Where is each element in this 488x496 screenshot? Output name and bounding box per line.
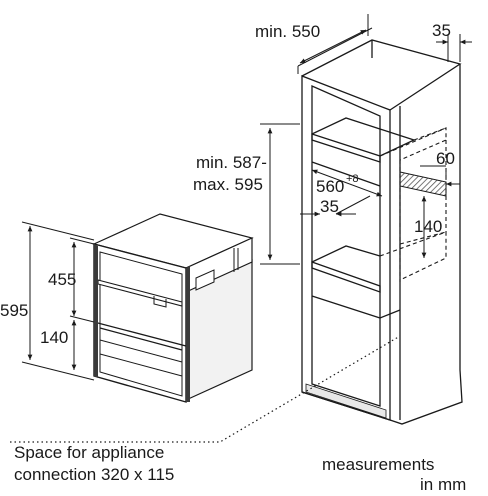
appliance-dimensions: 595 455 140 [0,221,95,381]
units-note: measurements in mm [322,455,466,494]
niche-height-min-label: min. 587- [196,153,267,172]
vent-depth-label: 60 [436,149,455,168]
cabinet-side-gap-label: 35 [432,21,451,40]
niche-width-label: 560 [316,177,344,196]
front-gap-label: 35 [320,197,339,216]
drawer-lower-label: 140 [40,328,68,347]
vent-height-label: 140 [414,217,442,236]
appliance-height-label: 595 [0,301,28,320]
connection-text-line1: Space for appliance [14,443,164,462]
drawer-upper-label: 455 [48,270,76,289]
units-text-line2: in mm [420,475,466,494]
cabinet-depth-label: min. 550 [255,22,320,41]
niche-height-max-label: max. 595 [193,175,263,194]
appliance-drawing [92,213,254,403]
cabinet-dimensions: min. 550 35 min. 587- max. 595 560 +8 60… [193,14,472,265]
niche-width-tolerance: +8 [346,173,359,185]
units-text-line1: measurements [322,455,434,474]
connection-callout: Space for appliance connection 320 x 115 [10,335,401,484]
connection-text-line2: connection 320 x 115 [14,465,174,484]
